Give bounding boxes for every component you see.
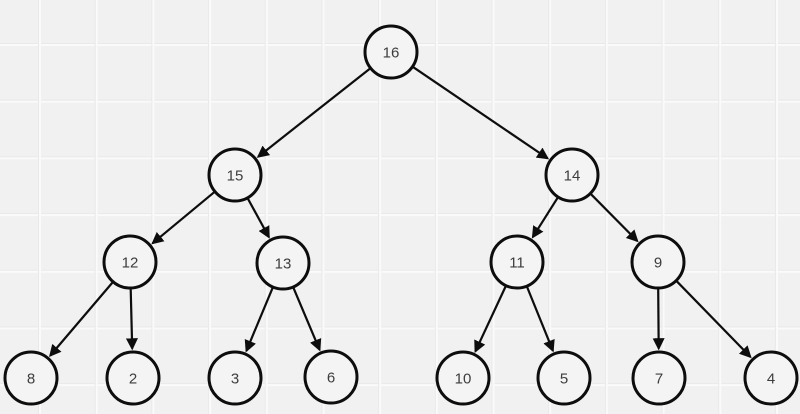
node-circle	[743, 350, 799, 406]
tree-edge-n14-n9	[590, 193, 639, 243]
nodes-layer: 16 15 14 12 13 11 9 8 2 3 6 10 5 7 4	[3, 24, 799, 406]
node-label: 14	[564, 167, 581, 184]
tree-edge-n11-n5	[526, 286, 555, 353]
node-label: 7	[655, 370, 663, 387]
tree-node-7: 7	[631, 350, 687, 406]
tree-edge-n15-n13	[246, 198, 270, 239]
tree-edge-n16-n14	[412, 66, 550, 160]
node-circle	[303, 349, 359, 405]
node-circle	[631, 350, 687, 406]
tree-edge-n12-n2	[125, 288, 138, 351]
tree-node-16: 16	[363, 24, 419, 80]
tree-edge-n16-n15	[256, 67, 371, 158]
node-circle	[3, 350, 59, 406]
tree-edge-n13-n6	[292, 287, 322, 352]
node-label: 4	[767, 370, 775, 387]
tree-node-6: 6	[303, 349, 359, 405]
tree-node-3: 3	[207, 350, 263, 406]
edges-layer	[49, 66, 752, 359]
node-label: 5	[560, 370, 568, 387]
tree-node-10: 10	[435, 350, 491, 406]
node-circle	[435, 350, 491, 406]
tree-node-9: 9	[630, 234, 686, 290]
node-circle	[105, 350, 161, 406]
node-label: 11	[509, 254, 525, 271]
tree-node-12: 12	[102, 234, 158, 290]
node-circle	[207, 147, 263, 203]
node-circle	[363, 24, 419, 80]
node-label: 3	[231, 370, 239, 387]
tree-edge-n11-n10	[474, 286, 507, 353]
tree-edge-n13-n3	[244, 287, 274, 353]
node-label: 16	[383, 44, 400, 61]
tree-node-5: 5	[536, 350, 592, 406]
node-circle	[544, 147, 600, 203]
tree-node-8: 8	[3, 350, 59, 406]
node-circle	[536, 350, 592, 406]
tree-node-13: 13	[255, 235, 311, 291]
node-label: 6	[327, 369, 335, 386]
node-label: 15	[227, 167, 244, 184]
node-circle	[207, 350, 263, 406]
node-circle	[102, 234, 158, 290]
node-circle	[489, 234, 545, 290]
tree-edge-n12-n8	[49, 281, 114, 357]
node-label: 9	[654, 254, 662, 271]
tree-edge-n9-n4	[676, 280, 752, 359]
tree-node-15: 15	[207, 147, 263, 203]
tree-edge-n9-n7	[652, 288, 665, 351]
node-label: 8	[27, 370, 35, 387]
tree-node-11: 11	[489, 234, 545, 290]
node-label: 13	[275, 255, 292, 272]
node-label: 10	[455, 370, 472, 387]
tree-node-2: 2	[105, 350, 161, 406]
tree-edge-n15-n12	[151, 191, 215, 245]
tree-edge-n14-n11	[531, 197, 559, 239]
node-label: 12	[122, 254, 139, 271]
tree-node-14: 14	[544, 147, 600, 203]
tree-node-4: 4	[743, 350, 799, 406]
node-circle	[630, 234, 686, 290]
node-circle	[255, 235, 311, 291]
node-label: 2	[129, 370, 137, 387]
